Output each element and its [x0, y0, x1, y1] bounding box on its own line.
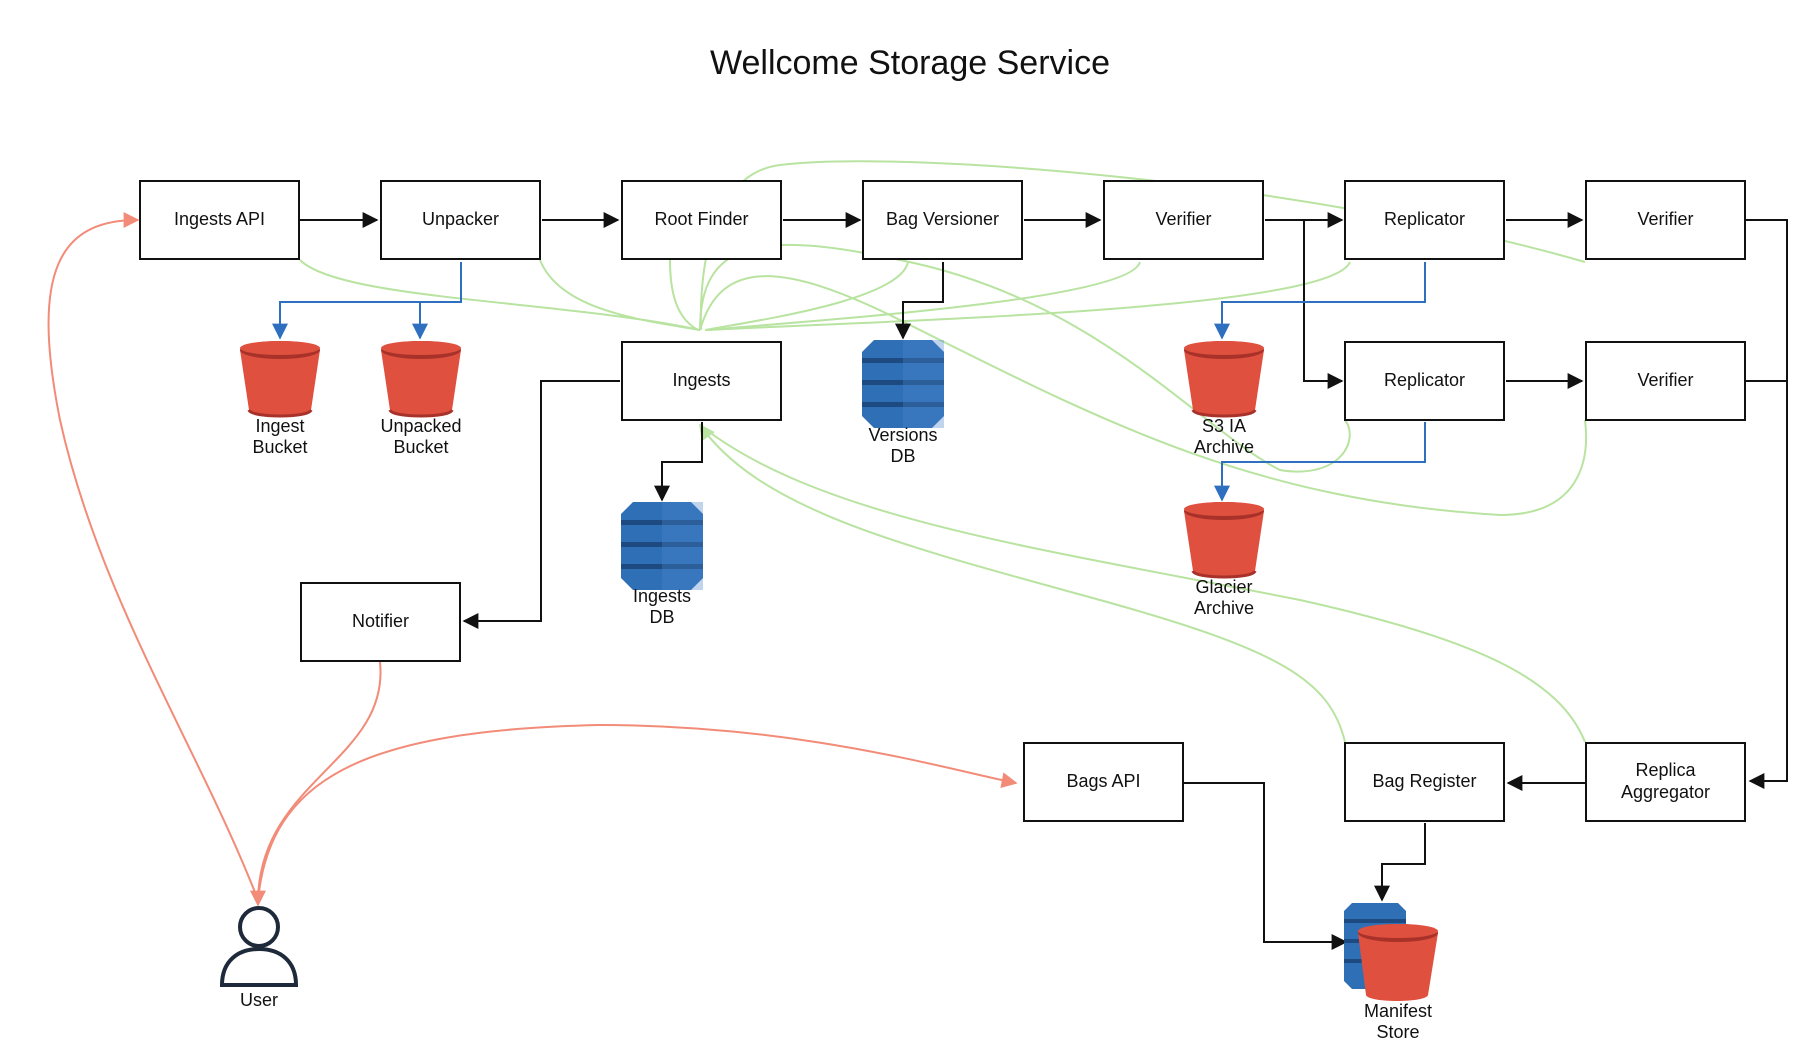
manifest-store-icon — [1344, 903, 1438, 1001]
glacier-archive-label: Glacier Archive — [1193, 577, 1255, 618]
arrow-bag-register-to-manifest — [1374, 823, 1426, 902]
dynamodb-table-icon — [862, 340, 944, 428]
verifier-box-1[interactable]: Verifier — [1103, 180, 1264, 260]
notifier-box[interactable]: Notifier — [300, 582, 461, 662]
versions-db-label: Versions DB — [868, 425, 938, 466]
ingests-api-box[interactable]: Ingests API — [139, 180, 300, 260]
ingests-db-label: Ingests DB — [632, 586, 692, 627]
verifier-box-2[interactable]: Verifier — [1585, 180, 1746, 260]
user-label: User — [239, 990, 278, 1010]
unpacker-box[interactable]: Unpacker — [380, 180, 541, 260]
s3-bucket-icon — [1184, 341, 1264, 418]
diagram-title: Wellcome Storage Service — [710, 44, 1110, 82]
replicator-box-2[interactable]: Replicator — [1344, 341, 1505, 421]
manifest-store-label: Manifest Store — [1363, 1001, 1433, 1042]
arrow-bag-versioner-to-versions-db — [895, 262, 944, 340]
flow-arrows — [300, 212, 1788, 950]
ingests-box[interactable]: Ingests — [621, 341, 782, 421]
bucket-links — [272, 262, 1426, 502]
s3-bucket-icon — [1184, 502, 1264, 579]
user-icon — [219, 906, 299, 987]
verifier-box-3[interactable]: Verifier — [1585, 341, 1746, 421]
root-finder-box[interactable]: Root Finder — [621, 180, 782, 260]
unpacked-bucket-label: Unpacked Bucket — [380, 416, 462, 457]
arrow-verifier2-to-aggregator — [1746, 219, 1788, 789]
dynamodb-table-icon — [621, 502, 703, 590]
arrow-verifier-to-replicator-2 — [1303, 220, 1344, 389]
s3-bucket-icon — [240, 341, 320, 418]
bags-api-box[interactable]: Bags API — [1023, 742, 1184, 822]
arrow-ingests-to-ingests-db — [654, 422, 703, 502]
replicator-box-1[interactable]: Replicator — [1344, 180, 1505, 260]
bag-register-box[interactable]: Bag Register — [1344, 742, 1505, 822]
s3-ia-archive-label: S3 IA Archive — [1193, 416, 1255, 457]
arrow-bags-api-to-manifest — [1183, 782, 1348, 950]
bag-versioner-box[interactable]: Bag Versioner — [862, 180, 1023, 260]
replica-aggregator-box[interactable]: Replica Aggregator — [1585, 742, 1746, 822]
arrow-ingests-to-notifier — [462, 380, 620, 629]
s3-bucket-icon — [381, 341, 461, 418]
user-interaction-curves — [47, 212, 1018, 907]
ingest-bucket-label: Ingest Bucket — [252, 416, 308, 457]
